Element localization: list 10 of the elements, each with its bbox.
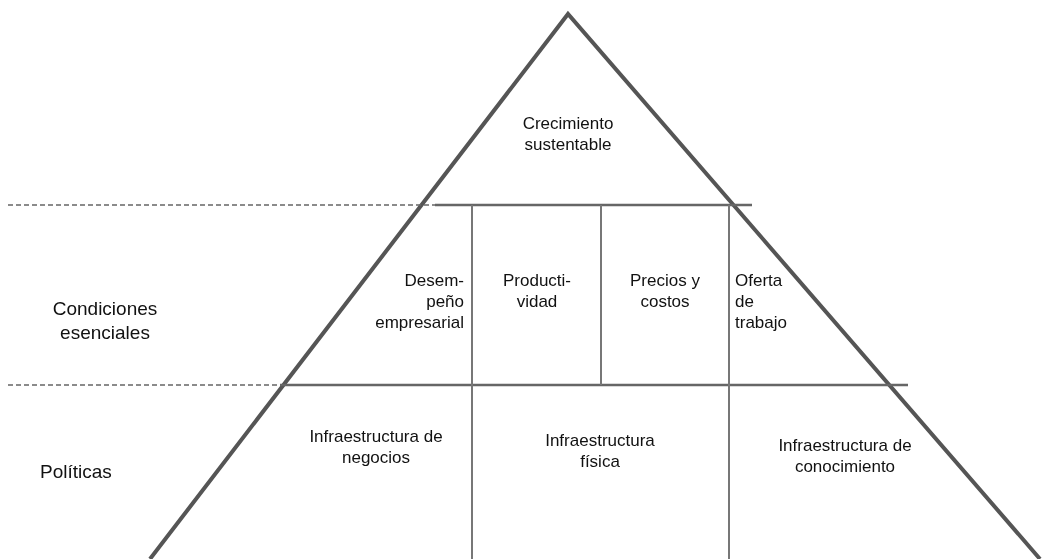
pyramid-section: Infraestructura física [530, 430, 670, 472]
pyramid-section: Infraestructura de negocios [306, 426, 446, 468]
pyramid-section: Crecimiento sustentable [488, 113, 648, 155]
pyramid-section: Oferta de trabajo [735, 270, 799, 333]
pyramid-section: Desem- peño empresarial [372, 270, 464, 333]
pyramid-section: Precios y costos [615, 270, 715, 312]
level-label: Políticas [40, 460, 113, 484]
pyramid-section: Producti- vidad [496, 270, 578, 312]
level-label: Condiciones esenciales [51, 297, 159, 345]
pyramid-section: Infraestructura de conocimiento [755, 435, 935, 477]
